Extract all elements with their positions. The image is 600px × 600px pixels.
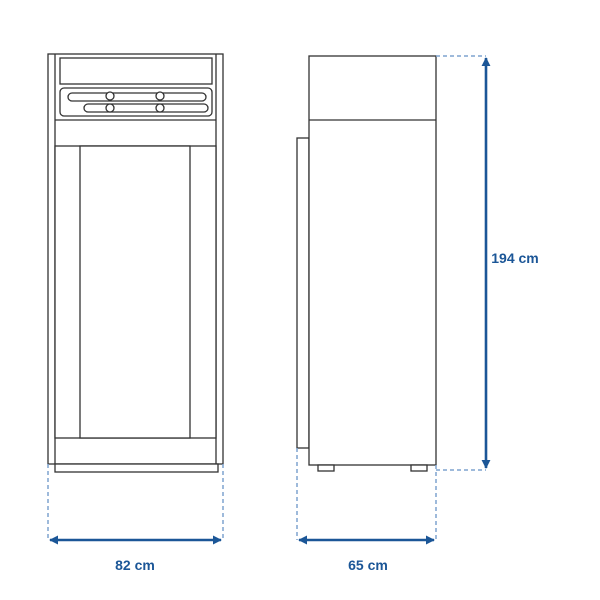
front-door-panel xyxy=(79,145,191,439)
control-slot-upper xyxy=(67,92,207,102)
front-top-panel xyxy=(59,57,213,85)
height-label: 194 cm xyxy=(491,250,538,266)
control-knob-1 xyxy=(105,91,115,101)
side-foot-back xyxy=(410,464,428,472)
control-knob-3 xyxy=(105,103,115,113)
control-slot-lower xyxy=(83,103,209,113)
side-view xyxy=(296,55,437,472)
dimension-guides xyxy=(47,55,486,540)
side-body-outline xyxy=(308,55,437,466)
side-door-edge xyxy=(296,137,310,449)
front-base xyxy=(54,463,219,473)
control-knob-2 xyxy=(155,91,165,101)
control-knob-4 xyxy=(155,103,165,113)
side-foot-front xyxy=(317,464,335,472)
dimension-arrows xyxy=(49,57,491,545)
front-view xyxy=(47,53,224,473)
depth-label: 65 cm xyxy=(348,557,388,573)
width-label: 82 cm xyxy=(115,557,155,573)
